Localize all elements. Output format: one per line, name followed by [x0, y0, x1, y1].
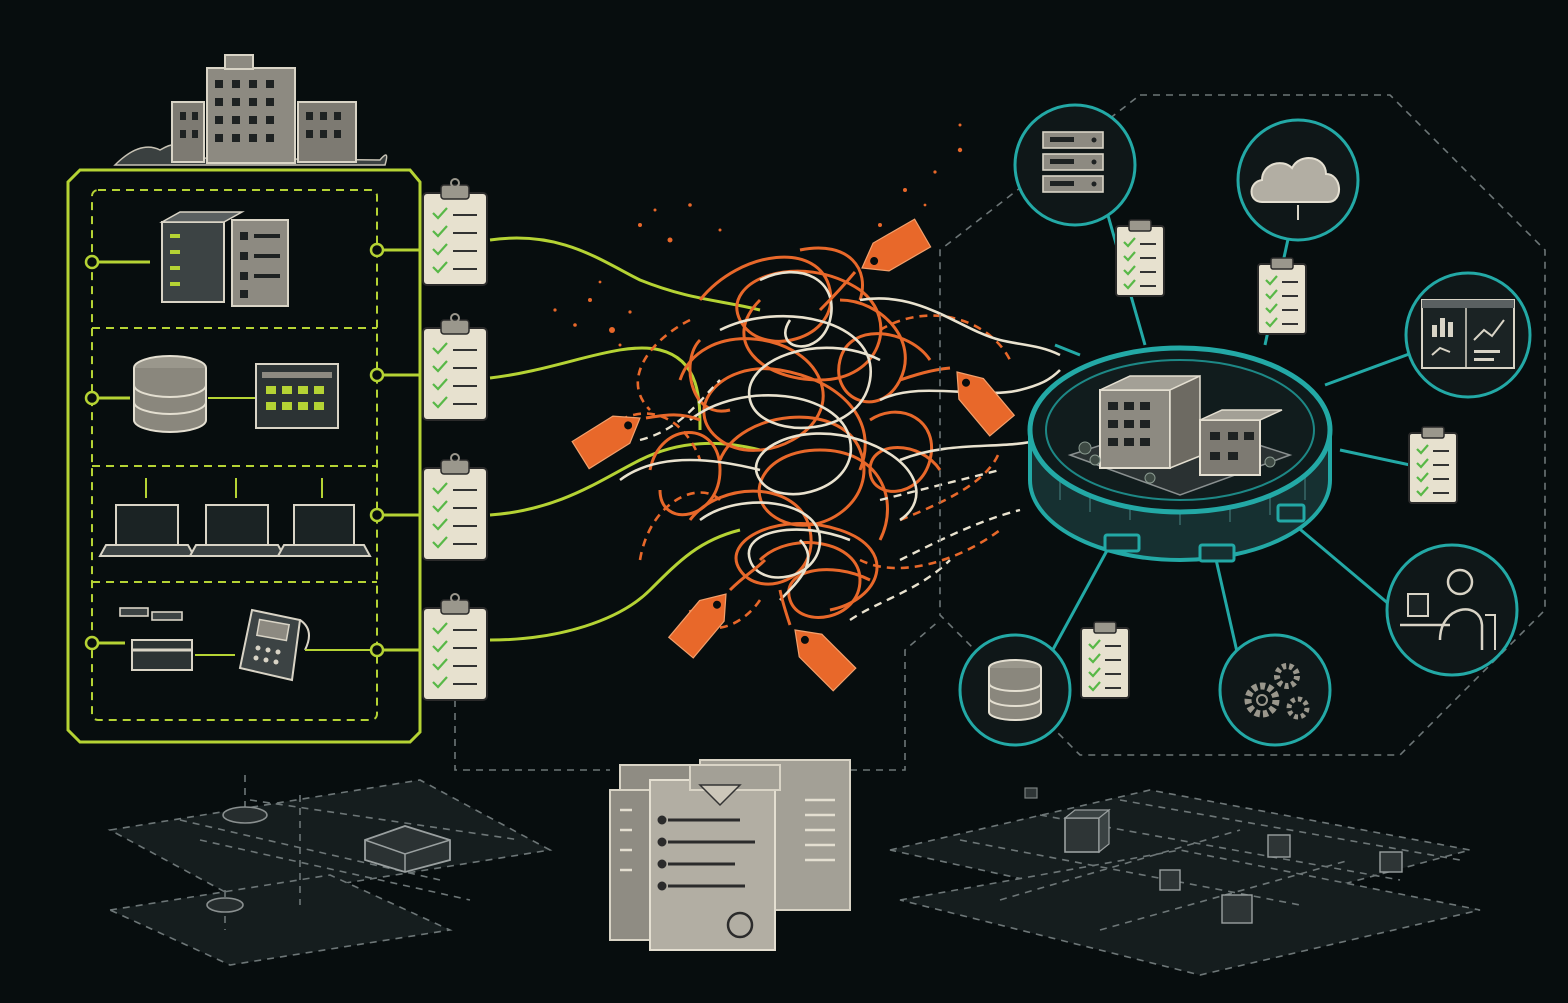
doc-connector-left	[454, 700, 610, 771]
hub-boundary	[939, 94, 1546, 756]
tag-bottom-left	[668, 583, 739, 659]
document-stack-icon	[609, 759, 851, 951]
checklist-clipboard-4	[421, 592, 489, 702]
checklist-clipboard-2	[421, 312, 489, 422]
tag-top	[853, 218, 932, 283]
cube-blocks	[1024, 787, 1403, 924]
card-reader-icon	[119, 607, 193, 671]
hub-checklist-2	[1256, 256, 1308, 336]
tag-right	[944, 361, 1015, 437]
source-row-laptops	[98, 478, 420, 557]
analytics-dashboard-icon	[1404, 271, 1532, 399]
hub-checklist-3	[1407, 425, 1459, 505]
doc-connector-right	[850, 619, 941, 771]
source-row-database	[84, 355, 420, 433]
hub-spokes	[1048, 204, 1421, 666]
dashboard-screen-icon	[255, 363, 339, 429]
city-buildings-icon	[113, 54, 388, 166]
paint-splatter	[553, 123, 963, 347]
source-row-servers	[84, 211, 420, 307]
laptop-icon	[98, 504, 372, 557]
server-icon	[1013, 103, 1137, 227]
cloud-icon	[1236, 118, 1360, 242]
payment-terminal-icon	[238, 608, 310, 682]
gears-icon	[1218, 633, 1332, 747]
hub-checklist-1	[1114, 218, 1166, 298]
left-ground-plane	[107, 775, 553, 966]
data-tangle	[619, 246, 1061, 630]
hub-satellites	[958, 103, 1532, 747]
source-systems-panel	[66, 168, 422, 744]
ground-block-small	[206, 806, 268, 913]
tag-bottom-right	[783, 618, 857, 692]
server-rack-icon	[159, 211, 289, 307]
central-hub	[1027, 345, 1333, 563]
ground-block-large	[364, 825, 451, 873]
database-icon	[133, 355, 207, 433]
data-tags	[571, 218, 1015, 692]
user-at-computer-icon	[1385, 543, 1519, 677]
database-icon	[958, 633, 1072, 747]
building-icon	[1067, 374, 1293, 496]
right-ground-plane	[889, 787, 1481, 976]
hub-checklist-4	[1079, 620, 1131, 700]
checklist-clipboard-1	[421, 177, 489, 287]
source-row-payments	[84, 607, 420, 682]
checklist-clipboard-3	[421, 452, 489, 562]
